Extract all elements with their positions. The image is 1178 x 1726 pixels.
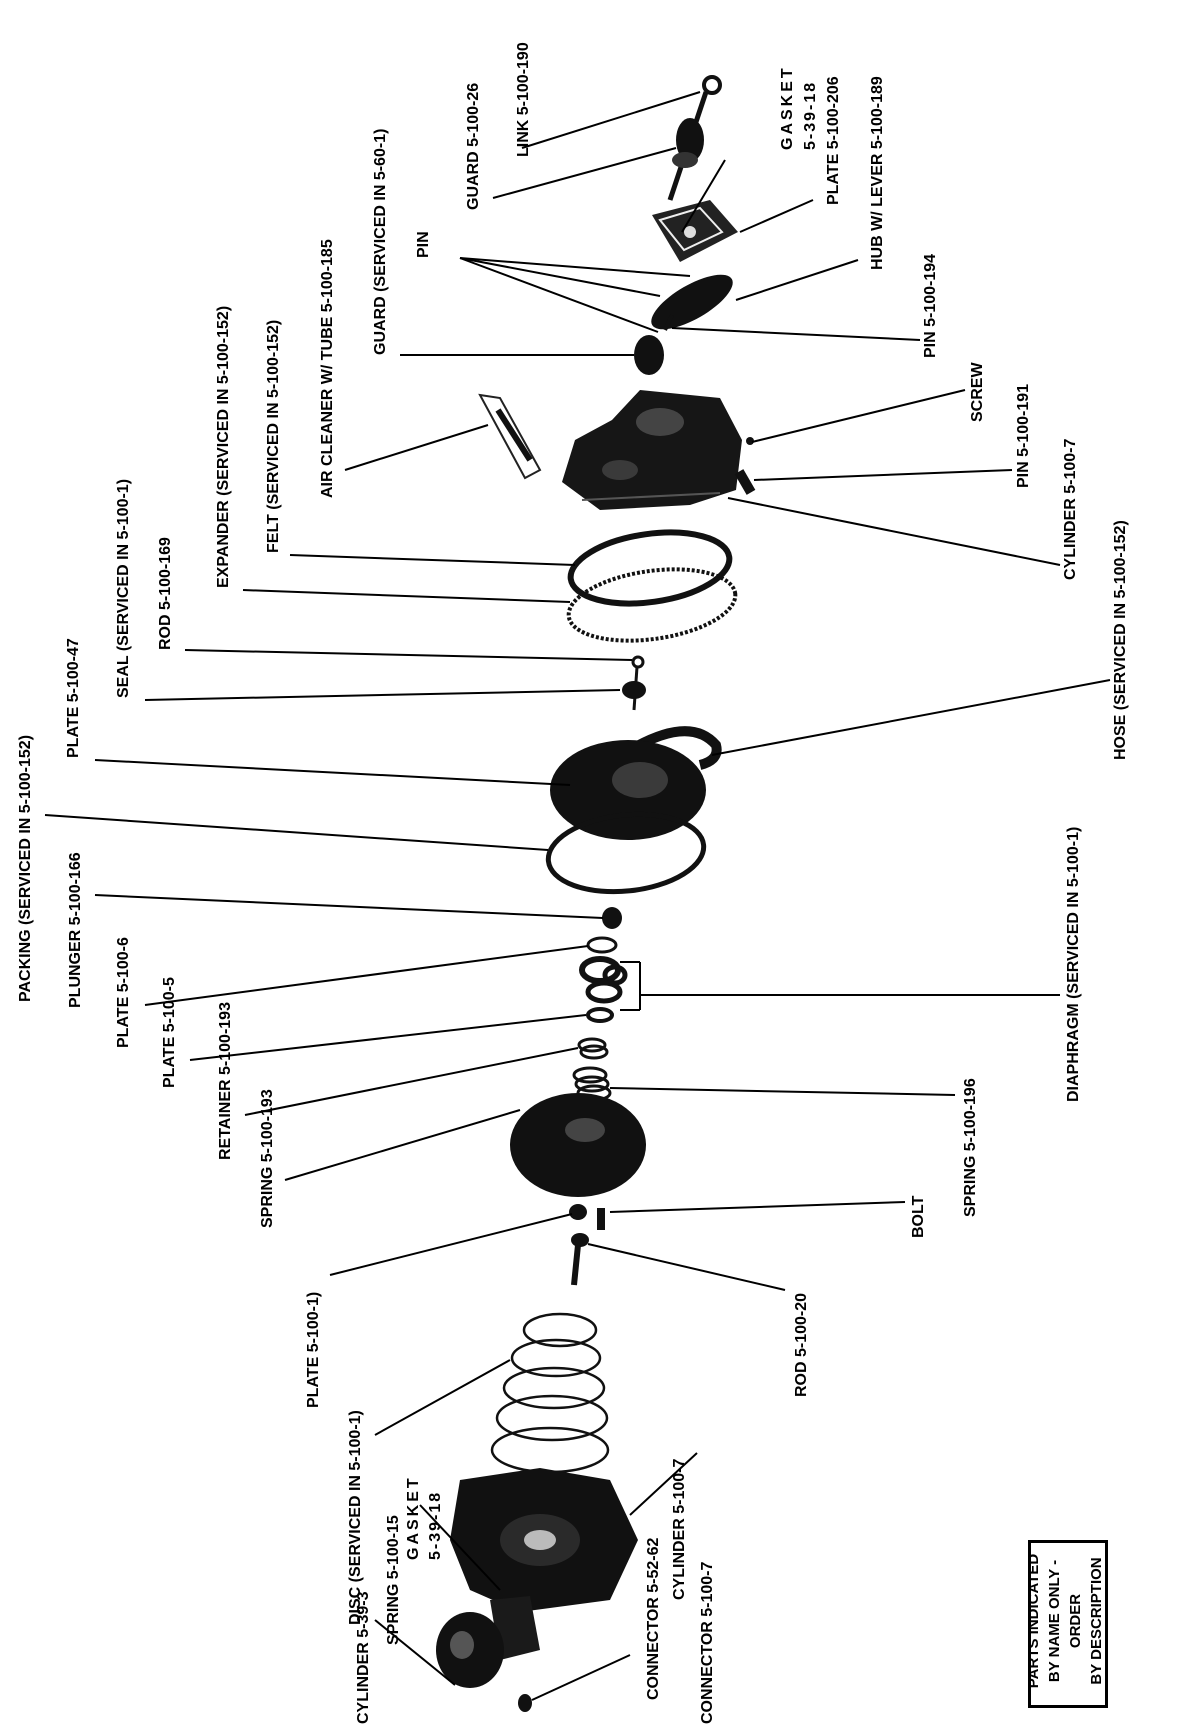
pin-part [734, 469, 756, 495]
label-felt: FELT (SERVICED IN 5-100-152) [265, 320, 282, 553]
guard-bellows-part [672, 118, 704, 168]
label-plate-5: PLATE 5-100-5 [161, 977, 178, 1088]
label-cylinder-3: CYLINDER 5-39-3 [355, 1591, 372, 1724]
plunger-part [602, 907, 622, 929]
rod-seal-part [622, 655, 646, 711]
label-plunger: PLUNGER 5-100-166 [67, 852, 84, 1008]
guard-small-part [634, 335, 664, 375]
label-rod-20: ROD 5-100-20 [793, 1293, 810, 1397]
label-rod-169: ROD 5-100-169 [157, 537, 174, 650]
label-connector-bottom: CONNECTOR 5-100-7 [699, 1561, 716, 1724]
label-plate-206: PLATE 5-100-206 [825, 76, 842, 205]
plate-47-bottom-part [510, 1093, 646, 1197]
o-ring-part [586, 936, 618, 954]
hub-lever-part [651, 274, 733, 331]
rod-20-part [571, 1233, 589, 1286]
note-line-2: BY NAME ONLY - ORDER [1046, 1559, 1084, 1683]
connector-part [518, 1694, 532, 1712]
spring-small-parts [572, 1037, 612, 1102]
label-plate-1: PLATE 5-100-1) [305, 1292, 322, 1408]
diaphragm-stack-part [579, 956, 628, 1023]
label-packing: PACKING (SERVICED IN 5-100-152) [17, 735, 34, 1002]
label-spring-193: SPRING 5-100-193 [259, 1089, 276, 1228]
label-gasket-top: GASKET [779, 65, 796, 150]
label-pin-194: PIN 5-100-194 [922, 254, 939, 358]
packing-ring-part [545, 811, 707, 895]
label-seal: SEAL (SERVICED IN 5-100-1) [115, 479, 132, 698]
label-connector-62: CONNECTOR 5-52-62 [645, 1537, 662, 1700]
note-line-1: PARTS INDICATED [1025, 1553, 1042, 1689]
plate-1-part [569, 1204, 587, 1220]
label-cylinder-7-bottom: CYLINDER 5-100-7 [671, 1459, 688, 1600]
note-line-3: BY DESCRIPTION [1088, 1557, 1105, 1685]
label-disc: DISC (SERVICED IN 5-100-1) [347, 1410, 364, 1625]
labels: GUARD 5-100-26 LINK 5-100-190 GASKET 5-3… [17, 42, 1129, 1724]
label-diaphragm: DIAPHRAGM (SERVICED IN 5-100-1) [1065, 827, 1082, 1102]
label-bolt: BOLT [910, 1195, 927, 1238]
label-pin-191: PIN 5-100-191 [1015, 384, 1032, 488]
label-retainer: RETAINER 5-100-193 [217, 1002, 234, 1160]
label-screw: SCREW [969, 362, 986, 422]
gasket-plate-part [652, 200, 738, 262]
label-pin-group: PIN [415, 231, 432, 258]
label-cylinder-7-top: CYLINDER 5-100-7 [1062, 439, 1079, 580]
felt-ring-part [567, 529, 733, 607]
parts-note: PARTS INDICATED BY NAME ONLY - ORDER BY … [1025, 1540, 1105, 1702]
label-spring-196: SPRING 5-100-196 [962, 1078, 979, 1217]
hose-part [627, 726, 722, 770]
expander-ring-part [566, 567, 738, 643]
cylinder-head-part [562, 390, 742, 510]
spring-large-part [490, 1312, 610, 1474]
air-cleaner-part [478, 393, 542, 480]
leader-lines [44, 91, 1111, 1701]
screw-part [746, 437, 754, 445]
label-air-cleaner: AIR CLEANER W/ TUBE 5-100-185 [319, 239, 336, 498]
note-box [1028, 1540, 1108, 1708]
small-cylinder-part [436, 1596, 540, 1688]
bolt-part [597, 1208, 605, 1230]
cylinder-housing-part [450, 1468, 638, 1612]
label-guard-26: GUARD 5-100-26 [465, 83, 482, 210]
label-plate-6: PLATE 5-100-6 [115, 937, 132, 1048]
label-link-190: LINK 5-100-190 [515, 42, 532, 157]
label-gasket-bottom-number: 5-39-18 [427, 1491, 444, 1560]
label-spring-15: SPRING 5-100-15 [385, 1515, 402, 1645]
label-hub-189: HUB W/ LEVER 5-100-189 [869, 76, 886, 270]
parts-group [436, 75, 756, 1712]
label-gasket-top-number: 5-39-18 [802, 81, 819, 150]
label-hose: HOSE (SERVICED IN 5-100-152) [1112, 520, 1129, 760]
label-expander: EXPANDER (SERVICED IN 5-100-152) [215, 306, 232, 588]
label-gasket-bottom: GASKET [405, 1475, 422, 1560]
label-guard-60: GUARD (SERVICED IN 5-60-1) [372, 129, 389, 355]
label-plate-47-top: PLATE 5-100-47 [65, 638, 82, 758]
